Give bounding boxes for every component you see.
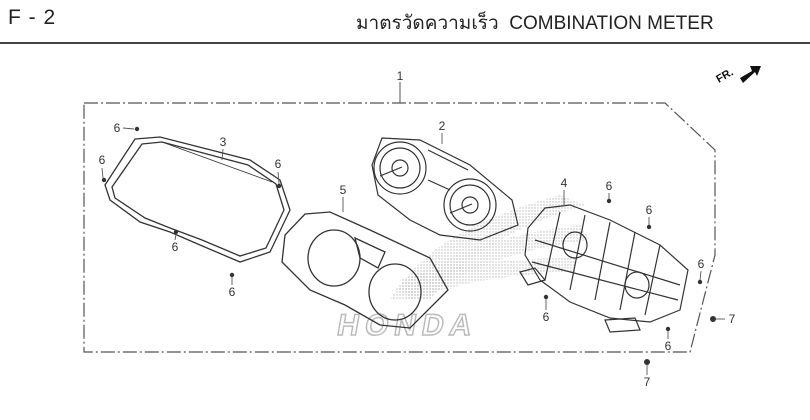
- callout-label-4: 4: [560, 176, 568, 190]
- screw-icons: [101, 126, 716, 365]
- meter-lens-cover-part: [104, 136, 291, 263]
- callout-label-6: 6: [171, 240, 179, 254]
- gauge-unit-part: [371, 137, 519, 241]
- section-code: F - 2: [8, 6, 57, 29]
- leader-lines: [101, 127, 725, 375]
- meter-case-lower-part: [519, 204, 689, 333]
- assembly-boundary: [83, 102, 716, 353]
- callout-label-6: 6: [98, 153, 106, 167]
- svg-text:HONDA: HONDA: [335, 309, 481, 342]
- callout-label-7: 7: [643, 375, 651, 389]
- title-english: COMBINATION METER: [509, 13, 714, 34]
- callout-label-1: 1: [396, 69, 404, 83]
- callout-label-6: 6: [605, 179, 613, 193]
- callout-label-7: 7: [728, 312, 736, 326]
- callout-label-6: 6: [113, 121, 121, 135]
- meter-panel-bezel-part: [281, 211, 449, 329]
- callout-label-3: 3: [219, 135, 227, 149]
- callout-label-6: 6: [542, 310, 550, 324]
- callout-label-6: 6: [697, 257, 705, 271]
- callout-label-6: 6: [228, 285, 236, 299]
- header-divider: [0, 42, 810, 44]
- title-thai: มาตรวัดความเร็ว: [356, 13, 499, 34]
- callout-label-5: 5: [339, 183, 347, 197]
- honda-watermark-icon: HONDA: [334, 195, 590, 343]
- callout-label-6: 6: [645, 203, 653, 217]
- callout-label-6: 6: [664, 339, 672, 353]
- arrow-up-right-icon: [740, 66, 761, 83]
- callout-label-2: 2: [438, 119, 446, 133]
- page-title: มาตรวัดความเร็ว COMBINATION METER: [356, 8, 714, 38]
- callout-label-6: 6: [274, 157, 282, 171]
